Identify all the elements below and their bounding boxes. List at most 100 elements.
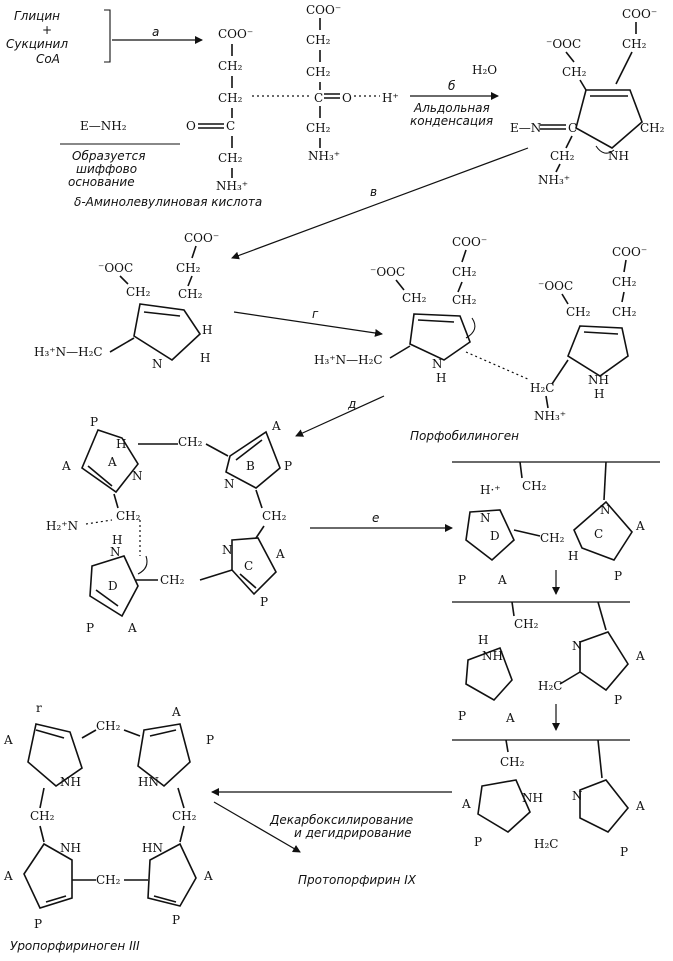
water: H₂O <box>472 63 497 77</box>
pbg-pair-right: COO⁻ CH₂ ⁻OOC CH₂ CH₂ NH H H₂C NH₃⁺ <box>530 245 647 423</box>
ring-double-bond <box>143 311 181 317</box>
a-substituent: A <box>461 797 471 811</box>
a-substituent: A <box>3 733 13 747</box>
ch2-group: CH₂ <box>640 121 665 135</box>
pyrrole-ring-4 <box>147 842 197 907</box>
nh-group: NH <box>588 373 609 387</box>
double-bond <box>540 124 566 130</box>
bond <box>179 825 185 843</box>
h2c-group: H₂C <box>530 381 554 395</box>
p-substituent: P <box>620 845 628 859</box>
bond <box>511 601 515 617</box>
carbon-c: C <box>314 91 323 105</box>
arrow-step-d <box>295 395 385 437</box>
protoporphyrin-label: Протопорфирин IX <box>298 873 417 887</box>
bond <box>555 163 561 173</box>
ch2-group: CH₂ <box>402 291 427 305</box>
ring-b-double-bond <box>235 439 263 461</box>
h3n-h2c: H₃⁺N—H₂C <box>314 353 383 367</box>
n-atom: N <box>432 357 443 371</box>
h2c-group: H₂C <box>538 679 562 693</box>
bond <box>559 671 581 685</box>
a-substituent: A <box>271 419 281 433</box>
n-atom: N <box>480 511 491 525</box>
schiff-note: E—NH₂ Образуется шиффово основание δ-Ами… <box>60 119 262 209</box>
ring-c-double-bond <box>239 573 257 589</box>
h-atom: H <box>436 371 446 385</box>
ch2-group: CH₂ <box>500 755 525 769</box>
ch2-group: CH₂ <box>218 151 243 165</box>
electron-arrow <box>137 555 148 575</box>
ch2-group: CH₂ <box>30 809 55 823</box>
ch2-group: CH₂ <box>178 287 203 301</box>
tetrapyrrole-linear: P H A A N CH₂ B A P N CH₂ C N A P CH₂ D … <box>46 415 292 635</box>
p-substituent: P <box>458 573 466 587</box>
ring-d-label: D <box>108 579 118 593</box>
nh3-group: NH₃⁺ <box>308 149 340 163</box>
pyrrole-ring-3 <box>23 842 73 909</box>
ch2-group: CH₂ <box>172 809 197 823</box>
p-substituent: P <box>260 595 268 609</box>
electron-arrow <box>465 317 476 339</box>
a-substituent: A <box>171 705 181 719</box>
bond <box>623 259 627 273</box>
ch2-group: CH₂ <box>622 37 647 51</box>
e-n-group: E—N <box>510 121 541 135</box>
ooc-group: ⁻OOC <box>370 265 405 279</box>
rearrangement-panel-3: CH₂ NH A P H₂C N A P <box>461 739 645 859</box>
nh-group: NH <box>60 841 81 855</box>
step-a-label: а <box>152 25 159 39</box>
plus-sign: + <box>42 23 52 37</box>
ala-name: δ-Аминолевулиновая кислота <box>74 195 262 209</box>
nh3-group: NH₃⁺ <box>538 173 570 187</box>
carbon-c: C <box>568 121 577 135</box>
pyrrole-ring <box>409 313 471 361</box>
a-substituent: A <box>275 547 285 561</box>
ch2-group: CH₂ <box>262 509 287 523</box>
ch2-group: CH₂ <box>306 65 331 79</box>
bond <box>177 787 185 809</box>
n-atom: N <box>110 545 121 559</box>
pyrrole-ring <box>465 646 513 702</box>
h-atom: H <box>112 533 122 547</box>
reactants-bracket <box>104 9 111 63</box>
ring-d <box>465 509 515 562</box>
arrow-to-protoporphyrin <box>213 801 301 853</box>
schiff-line-3: основание <box>68 175 135 189</box>
ring-substituent-label: r <box>36 701 42 715</box>
double-bond <box>324 93 340 99</box>
coa-label: CoA <box>36 52 60 66</box>
bond <box>255 489 263 509</box>
pbg-molecule-1: COO⁻ CH₂ ⁻OOC CH₂ CH₂ H H N H₃⁺N—H₂C <box>34 231 219 371</box>
a-substituent: A <box>203 869 213 883</box>
bond <box>513 529 541 537</box>
bond <box>187 275 193 287</box>
pyrrole-ring-1 <box>27 723 83 788</box>
bond <box>39 825 45 843</box>
ring-b-label: B <box>246 459 255 473</box>
a-substituent: A <box>635 799 645 813</box>
ring-d-label: D <box>490 529 500 543</box>
bond <box>205 443 229 457</box>
ring-c <box>573 500 633 561</box>
interaction-dots <box>85 519 113 525</box>
ch2-group: CH₂ <box>218 59 243 73</box>
n-atom: N <box>152 357 163 371</box>
p-substituent: P <box>34 917 42 931</box>
arrow-step-v <box>231 147 529 260</box>
nh-group: NH <box>60 775 81 789</box>
bond <box>597 601 607 631</box>
ooc-group: ⁻OOC <box>98 261 133 275</box>
bond <box>199 569 233 581</box>
n-atom: N <box>222 543 233 557</box>
arrow-step-g <box>233 311 383 337</box>
nh3-group: NH₃⁺ <box>534 409 566 423</box>
ring-c-label: C <box>244 559 253 573</box>
coo-group: COO⁻ <box>306 3 341 17</box>
bond <box>457 281 463 293</box>
pyrrole-ring <box>567 325 629 377</box>
bond <box>123 729 141 737</box>
h-atom: H <box>200 351 210 365</box>
ch2-group: CH₂ <box>176 261 201 275</box>
bond <box>81 729 97 739</box>
